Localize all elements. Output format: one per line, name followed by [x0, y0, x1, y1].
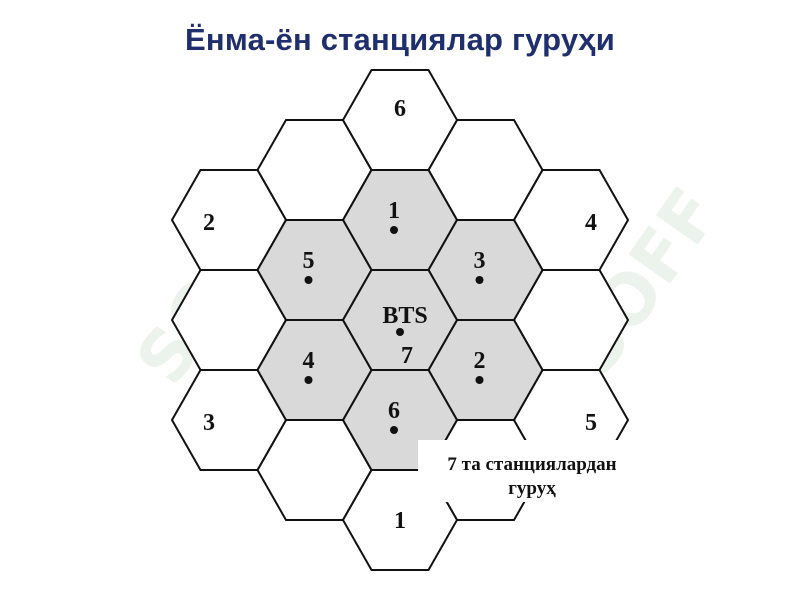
cluster-cell-dot	[475, 276, 484, 284]
outer-cell-label: 5	[585, 410, 597, 436]
outer-cell-label: 6	[394, 96, 406, 122]
slide-title: Ёнма-ён станциялар гуруҳи	[184, 22, 615, 57]
callout-text-line2: гуруҳ	[508, 478, 556, 499]
cluster-cell-label: 6	[388, 398, 400, 424]
cluster-cell-label: 3	[474, 248, 486, 274]
outer-cell-label: 3	[203, 410, 215, 436]
center-cell-number: 7	[401, 343, 413, 369]
cluster-cell-label: 2	[474, 348, 486, 374]
callout-text-line1: 7 та станциялардан	[447, 454, 616, 475]
cluster-cell-label: 4	[303, 348, 315, 374]
cluster-cell-dot	[304, 276, 313, 284]
cluster-cell-label: 5	[303, 248, 315, 274]
cluster-cell-label: 1	[388, 198, 400, 224]
cluster-cell-dot	[475, 376, 484, 384]
outer-cell-label: 1	[394, 508, 406, 534]
cluster-cell-dot	[304, 376, 313, 384]
center-cell-bts	[341, 269, 459, 371]
bts-label: BTS	[382, 303, 427, 329]
cluster-cell-dot	[390, 426, 398, 434]
outer-cell-label: 2	[203, 210, 215, 236]
callout-box	[418, 440, 640, 502]
outer-cell-label: 4	[585, 210, 597, 236]
cluster-cell-dot	[390, 226, 398, 234]
bts-dot	[396, 328, 404, 336]
